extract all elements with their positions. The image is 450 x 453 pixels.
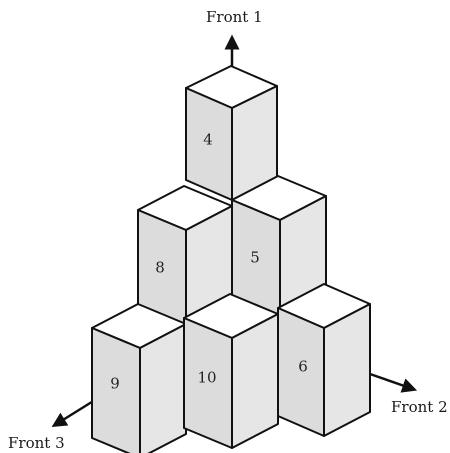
boxes-layer <box>91 65 371 453</box>
front-1-label: Front 1 <box>206 8 263 26</box>
box-4 <box>185 65 278 201</box>
box-6-side <box>323 303 371 437</box>
box-label-9: 9 <box>110 374 120 393</box>
front-3-label: Front 3 <box>8 434 65 452</box>
box-label-6: 6 <box>298 357 308 376</box>
box-label-8: 8 <box>155 258 165 277</box>
box-label-4: 4 <box>203 130 213 149</box>
front-3-arrow <box>51 398 96 427</box>
box-label-5: 5 <box>250 248 260 267</box>
box-label-10: 10 <box>197 368 217 387</box>
box-9-side <box>139 323 187 453</box>
front-2-arrow <box>369 372 418 393</box>
box-10-side <box>231 313 279 449</box>
box-9-front <box>91 327 141 453</box>
box-9 <box>91 303 187 453</box>
front-2-label: Front 2 <box>391 398 448 416</box>
box-6 <box>277 283 371 437</box>
